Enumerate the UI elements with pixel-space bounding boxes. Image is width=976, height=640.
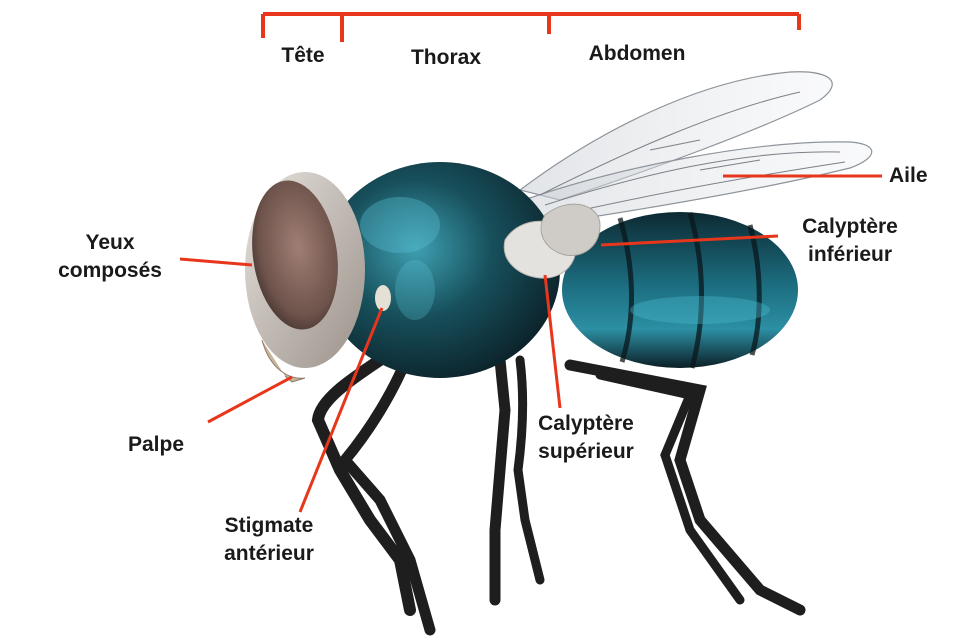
middle-leg-2 — [518, 360, 540, 580]
label-upper-calypter-line1: Calyptère — [515, 410, 657, 438]
label-compound-eyes-line2: composés — [40, 257, 180, 285]
label-anterior-spiracle: Stigmate antérieur — [204, 512, 334, 568]
segment-brackets — [263, 14, 799, 42]
label-anterior-spiracle-line2: antérieur — [204, 540, 334, 568]
head — [243, 172, 365, 382]
line-compound-eyes — [180, 259, 252, 265]
label-compound-eyes: Yeux composés — [40, 229, 180, 285]
line-palp — [208, 377, 292, 422]
label-wing: Aile — [889, 162, 928, 190]
middle-leg — [495, 360, 505, 600]
wings — [510, 72, 872, 225]
label-palp: Palpe — [128, 431, 184, 459]
label-lower-calypter-line2: inférieur — [776, 241, 924, 269]
label-anterior-spiracle-line1: Stigmate — [204, 512, 334, 540]
label-compound-eyes-line1: Yeux — [40, 229, 180, 257]
anterior-spiracle-shape — [375, 285, 391, 311]
lower-calypter-shape — [541, 204, 600, 255]
segment-label-head: Tête — [272, 42, 334, 70]
hind-leg-2 — [600, 375, 740, 600]
label-upper-calypter-line2: supérieur — [515, 438, 657, 466]
label-upper-calypter: Calyptère supérieur — [515, 410, 657, 466]
label-lower-calypter-line1: Calyptère — [776, 213, 924, 241]
label-lower-calypter: Calyptère inférieur — [776, 213, 924, 269]
segment-label-abdomen: Abdomen — [578, 40, 696, 68]
segment-label-thorax: Thorax — [392, 44, 500, 72]
